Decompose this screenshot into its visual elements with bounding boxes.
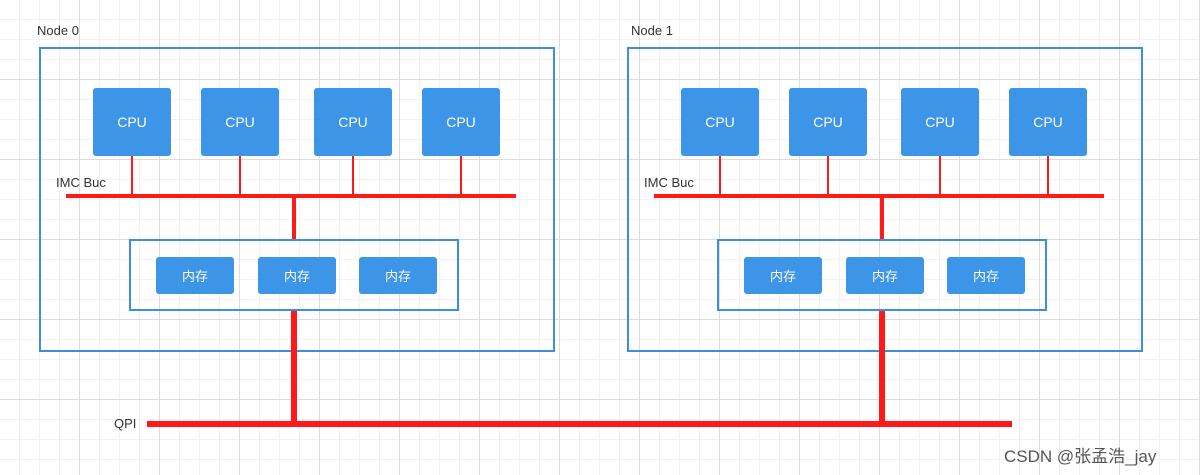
node-0-qpi-link — [291, 311, 297, 424]
node-1-memory-box — [717, 239, 1047, 311]
node-0-bus-label: IMC Buc — [56, 175, 106, 190]
node-1-cpu-link-1 — [719, 156, 721, 194]
node-1-memory-1: 内存 — [744, 257, 822, 294]
node-0-memory-3: 内存 — [359, 257, 437, 294]
node-1-cpu-link-2 — [827, 156, 829, 194]
node-1-cpu-link-3 — [939, 156, 941, 194]
node-0-cpu-link-4 — [460, 156, 462, 194]
node-1-box — [627, 47, 1143, 352]
node-0-memory-2: 内存 — [258, 257, 336, 294]
node-0-memory-box — [129, 239, 459, 311]
node-0-cpu-link-2 — [239, 156, 241, 194]
node-0-label: Node 0 — [37, 23, 79, 38]
qpi-bus — [147, 421, 1012, 427]
node-1-cpu-4: CPU — [1009, 88, 1087, 156]
node-0-cpu-link-3 — [352, 156, 354, 194]
node-1-qpi-link — [879, 311, 885, 424]
node-1-bus-label: IMC Buc — [644, 175, 694, 190]
node-0-cpu-1: CPU — [93, 88, 171, 156]
node-1-cpu-link-4 — [1047, 156, 1049, 194]
node-1-bus-to-memory — [880, 196, 884, 240]
node-0-cpu-3: CPU — [314, 88, 392, 156]
node-1-memory-2: 内存 — [846, 257, 924, 294]
node-1-memory-3: 内存 — [947, 257, 1025, 294]
node-0-memory-1: 内存 — [156, 257, 234, 294]
node-0-cpu-link-1 — [131, 156, 133, 194]
node-1-cpu-1: CPU — [681, 88, 759, 156]
qpi-label: QPI — [114, 416, 137, 431]
node-0-bus-to-memory — [292, 196, 296, 240]
node-0-cpu-2: CPU — [201, 88, 279, 156]
node-1-cpu-3: CPU — [901, 88, 979, 156]
watermark: CSDN @张孟浩_jay — [1004, 447, 1157, 466]
node-0-cpu-4: CPU — [422, 88, 500, 156]
node-1-label: Node 1 — [631, 23, 673, 38]
node-0-box — [39, 47, 555, 352]
node-1-cpu-2: CPU — [789, 88, 867, 156]
node-0-imc-bus — [66, 194, 516, 198]
node-1-imc-bus — [654, 194, 1104, 198]
